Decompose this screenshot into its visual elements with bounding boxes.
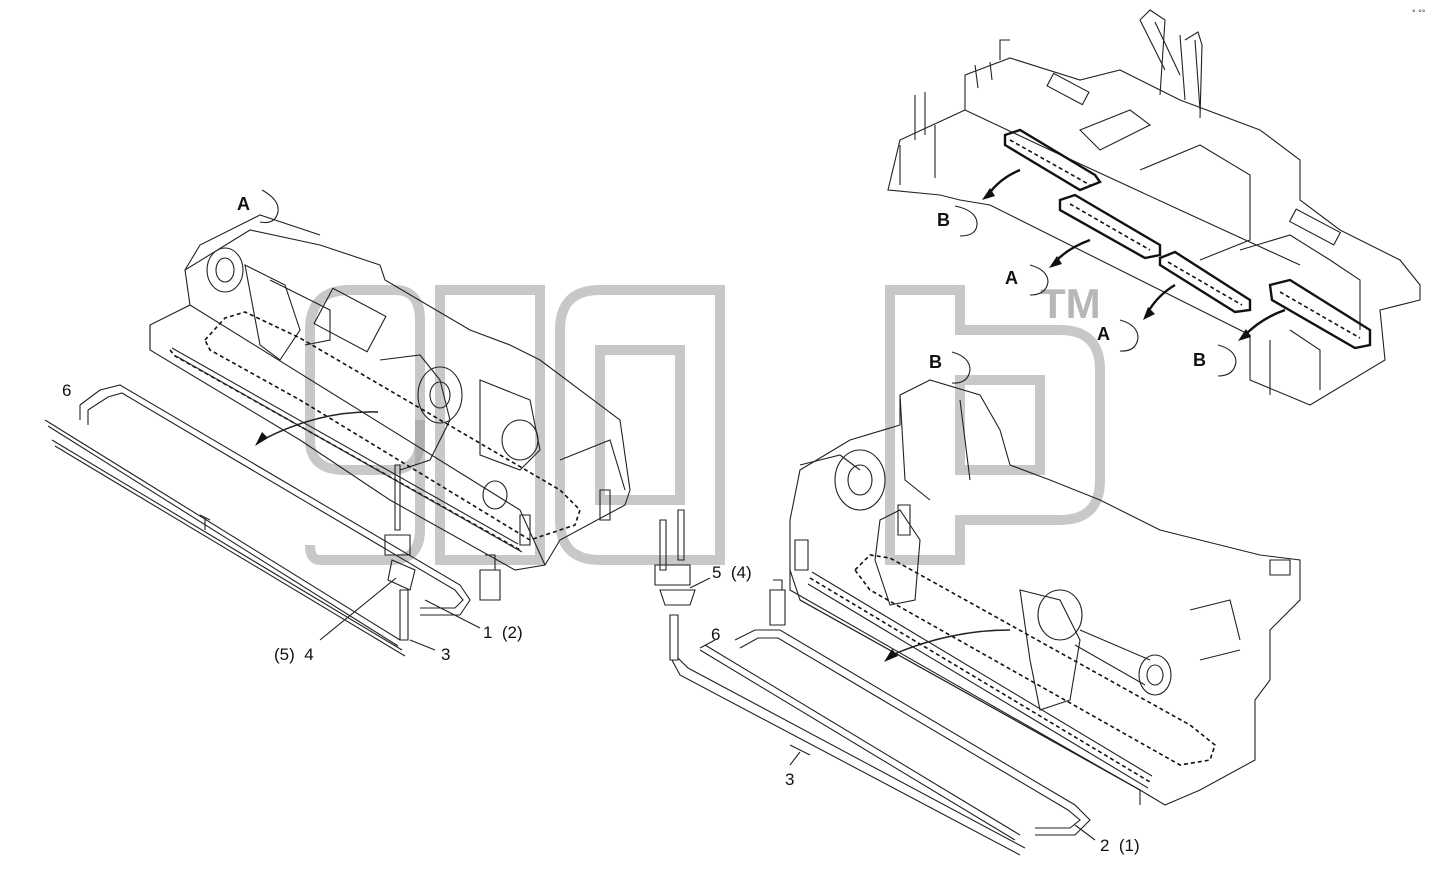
corner-mark: ° °°	[1412, 8, 1426, 18]
part-label-3-right: 3	[785, 770, 794, 789]
right-assembly	[789, 379, 1301, 806]
callout-a-left: A	[237, 189, 279, 224]
callout-a-mid2: A	[1097, 319, 1139, 352]
callout-a-left-letter: A	[237, 194, 250, 214]
callout-a-mid1: A	[1005, 264, 1049, 296]
part-label-2-1: 2 (1)	[1100, 836, 1140, 855]
part-label-6-left: 6	[62, 381, 71, 400]
watermark-trademark: TM	[1040, 280, 1101, 327]
part-label-1-2: 1 (2)	[483, 623, 523, 642]
part-label-5-4-right: 5 (4)	[712, 563, 752, 582]
callout-b-center-letter: B	[929, 352, 942, 372]
callout-b-center: B	[929, 351, 971, 384]
part-label-3-left: 3	[441, 645, 450, 664]
left-assembly	[149, 214, 631, 571]
callout-b-top: B	[937, 205, 978, 237]
callout-b-right-letter: B	[1193, 350, 1206, 370]
callout-b-right: B	[1193, 344, 1237, 377]
right-parts	[654, 509, 1096, 856]
watermark-logo: TM	[305, 280, 1105, 565]
part-label-6-right: 6	[711, 625, 720, 644]
callout-a-mid1-letter: A	[1005, 268, 1018, 288]
callout-b-top-letter: B	[937, 210, 950, 230]
left-parts	[44, 384, 501, 657]
callout-a-mid2-letter: A	[1097, 324, 1110, 344]
overview-machine	[887, 9, 1421, 406]
part-label-5-4: (5) 4	[274, 645, 314, 664]
